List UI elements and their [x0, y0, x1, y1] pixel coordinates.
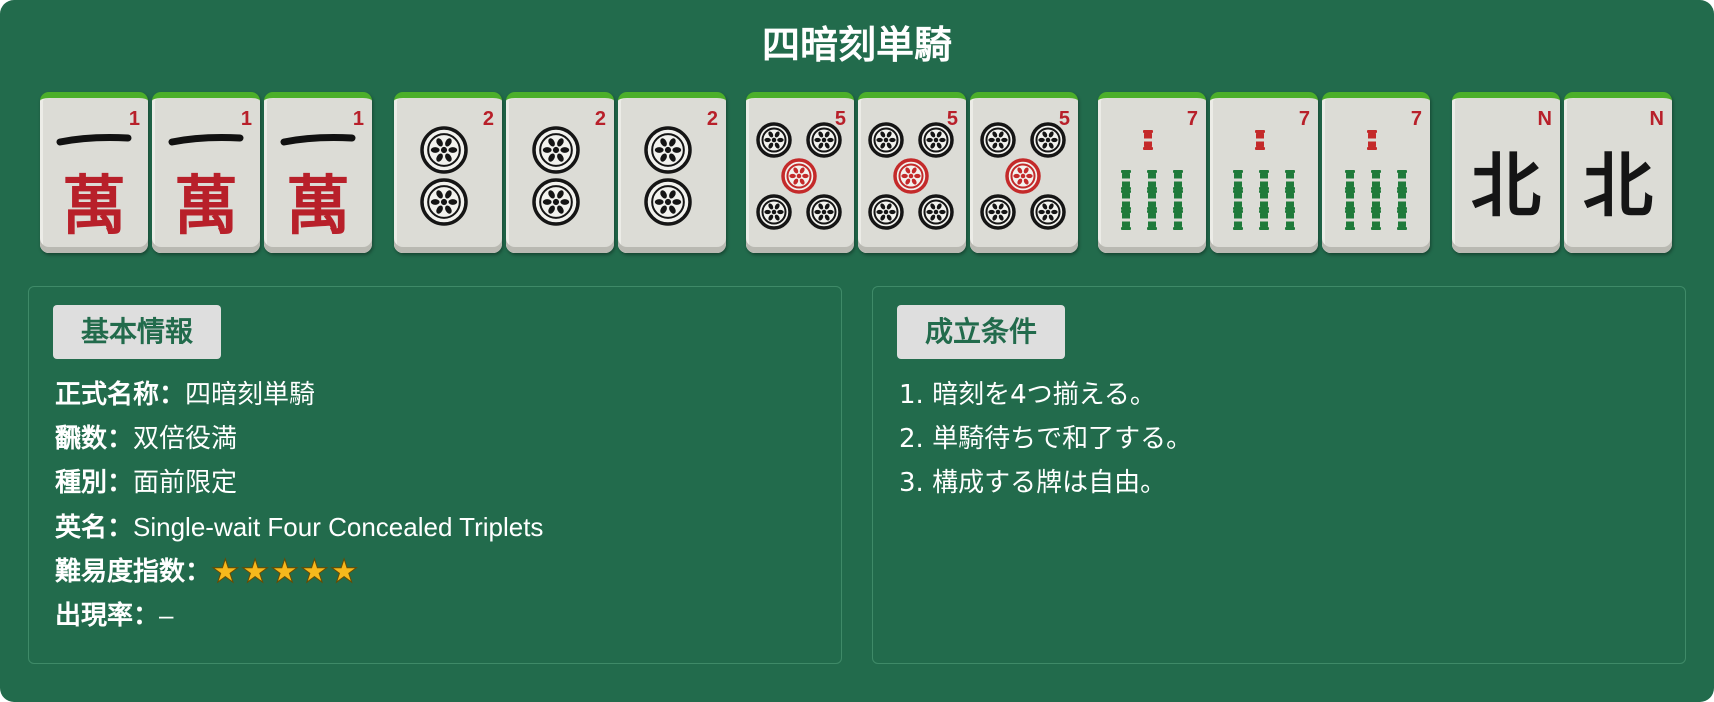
official-name-row: 正式名称：四暗刻単騎: [55, 377, 315, 413]
english-name-row: 英名：Single-wait Four Concealed Triplets: [55, 509, 543, 546]
mahjong-tile-sou-7: 7: [1210, 92, 1318, 253]
official-name-label: 正式名称：: [55, 380, 186, 410]
star-icon: ★: [300, 552, 330, 590]
svg-text:萬: 萬: [286, 169, 350, 244]
star-icon: ★: [240, 552, 271, 590]
mahjong-tile-pin-5: 5: [970, 92, 1078, 253]
han-label: 飜数：: [55, 424, 134, 454]
difficulty-label: 難易度指数：: [55, 557, 212, 587]
basic-info-heading: 基本情報: [53, 305, 222, 359]
frequency-value: –: [159, 600, 174, 630]
tile-index-label: 5: [834, 108, 846, 130]
english-name-value: Single-wait Four Concealed Triplets: [133, 512, 544, 542]
han-row: 飜数：双倍役満: [55, 421, 237, 457]
svg-text:萬: 萬: [62, 169, 126, 244]
svg-text:北: 北: [1471, 144, 1541, 227]
type-label: 種別：: [55, 468, 134, 498]
star-icon: ★: [211, 552, 241, 590]
tile-index-label: 1: [240, 108, 252, 130]
english-name-label: 英名：: [55, 513, 134, 543]
conditions-panel: 成立条件 1. 暗刻を4つ揃える。 2. 単騎待ちで和了する。 3. 構成する牌…: [872, 286, 1686, 664]
type-value: 面前限定: [133, 468, 238, 498]
tile-index-label: 5: [1058, 108, 1070, 130]
mahjong-tile-pin-2: 2: [618, 92, 726, 253]
conditions-heading: 成立条件: [897, 305, 1066, 359]
tile-index-label: 7: [1410, 108, 1422, 130]
tile-index-label: 2: [482, 108, 494, 130]
condition-item: 1. 暗刻を4つ揃える。: [899, 380, 1156, 410]
svg-text:萬: 萬: [174, 169, 238, 244]
tile-index-label: 7: [1298, 108, 1310, 130]
star-icon: ★: [270, 552, 301, 590]
mahjong-tile-pin-5: 5: [858, 92, 966, 253]
difficulty-row: 難易度指数：★★★★★: [55, 553, 359, 590]
type-row: 種別：面前限定: [55, 465, 237, 501]
yaku-title: 四暗刻単騎: [761, 23, 952, 67]
tile-index-label: N: [1649, 108, 1664, 130]
tile-index-label: 2: [706, 108, 718, 130]
tile-index-label: 5: [946, 108, 958, 130]
tile-index-label: N: [1537, 108, 1552, 130]
mahjong-tile-sou-7: 7: [1098, 92, 1206, 253]
condition-item: 3. 構成する牌は自由。: [899, 468, 1167, 498]
mahjong-tile-pin-5: 5: [746, 92, 854, 253]
han-value: 双倍役満: [133, 424, 238, 454]
mahjong-tile-pin-2: 2: [506, 92, 614, 253]
difficulty-stars: ★★★★★: [211, 553, 359, 590]
mahjong-tile-sou-7: 7: [1322, 92, 1430, 253]
svg-text:北: 北: [1583, 144, 1653, 227]
official-name-value: 四暗刻単騎: [185, 380, 316, 410]
mahjong-tile-pin-2: 2: [394, 92, 502, 253]
condition-item: 2. 単騎待ちで和了する。: [899, 424, 1193, 454]
basic-info-panel: 基本情報 正式名称：四暗刻単騎 飜数：双倍役満 種別：面前限定 英名：Singl…: [28, 286, 842, 664]
tile-index-label: 7: [1186, 108, 1198, 130]
tile-index-label: 1: [128, 108, 140, 130]
star-icon: ★: [329, 552, 360, 590]
frequency-label: 出現率：: [55, 601, 160, 631]
tile-index-label: 2: [594, 108, 606, 130]
tile-index-label: 1: [352, 108, 364, 130]
frequency-row: 出現率：–: [55, 597, 173, 634]
